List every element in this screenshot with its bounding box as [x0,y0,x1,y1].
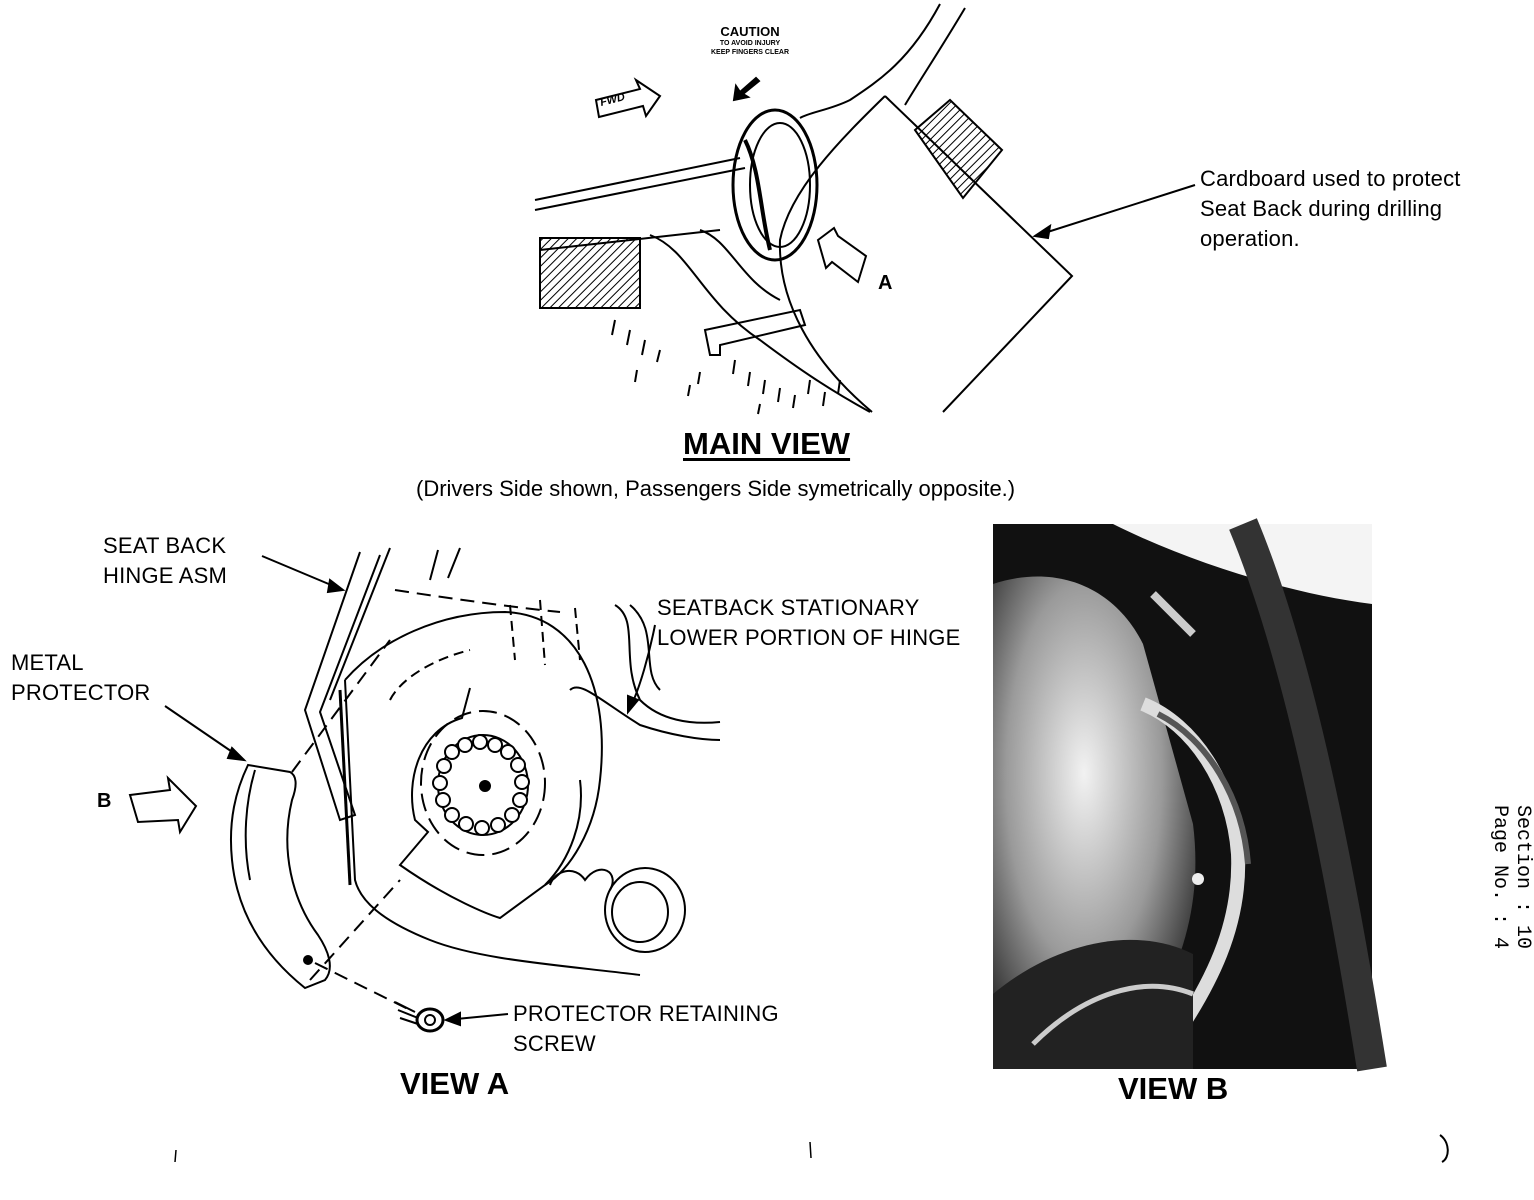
callout-metal-protector: METAL PROTECTOR [11,650,151,705]
view-a-illustration [128,547,721,1033]
main-view-subtitle: (Drivers Side shown, Passengers Side sym… [416,476,1016,501]
callout-retaining-screw: PROTECTOR RETAINING SCREW [513,1001,779,1056]
view-b-photo [993,518,1387,1072]
screw-icon [394,1001,445,1033]
arrow-a-label: A [878,272,893,294]
callout-seat-back-hinge: SEAT BACK HINGE ASM [103,533,228,588]
caution-heading: CAUTION [720,24,780,39]
caution-text: TO AVOID INJURY KEEP FINGERS CLEAR [710,40,790,56]
callout-stationary-hinge: SEATBACK STATIONARY LOWER PORTION OF HIN… [657,595,961,650]
view-b-title: VIEW B [1118,1071,1229,1106]
callout-cardboard: Cardboard used to protect Seat Back duri… [1200,166,1461,251]
caution-label: CAUTION TO AVOID INJURY KEEP FINGERS CLE… [680,24,820,57]
main-view-title: MAIN VIEW [683,426,851,461]
main-view-illustration [534,3,1196,415]
arrow-b-label: B [97,790,112,812]
page-marks [174,1134,1449,1163]
page-side-text: Section : 10 Page No. : 4 [1488,805,1534,950]
view-a-title: VIEW A [400,1066,510,1101]
